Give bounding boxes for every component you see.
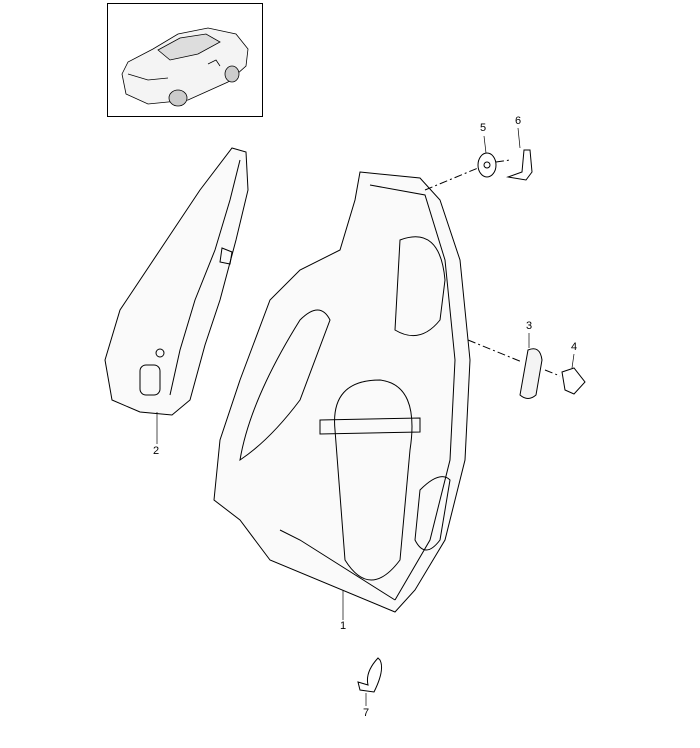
- callout-2[interactable]: 2: [152, 445, 160, 457]
- car-icon: [121, 27, 249, 107]
- side-panel-part: [104, 147, 249, 416]
- callout-5[interactable]: 5: [479, 122, 487, 134]
- car-thumbnail: [107, 3, 263, 117]
- callout-3[interactable]: 3: [525, 320, 533, 332]
- leader-lines: [156, 127, 575, 706]
- callout-7[interactable]: 7: [362, 707, 370, 719]
- callout-4[interactable]: 4: [570, 341, 578, 353]
- backrest-frame-part: [213, 171, 471, 613]
- callout-6[interactable]: 6: [514, 115, 522, 127]
- callout-1[interactable]: 1: [339, 620, 347, 632]
- cover-clip-part: [467, 339, 586, 399]
- cap-and-screw-part: [424, 149, 533, 191]
- hook-part: [357, 657, 382, 693]
